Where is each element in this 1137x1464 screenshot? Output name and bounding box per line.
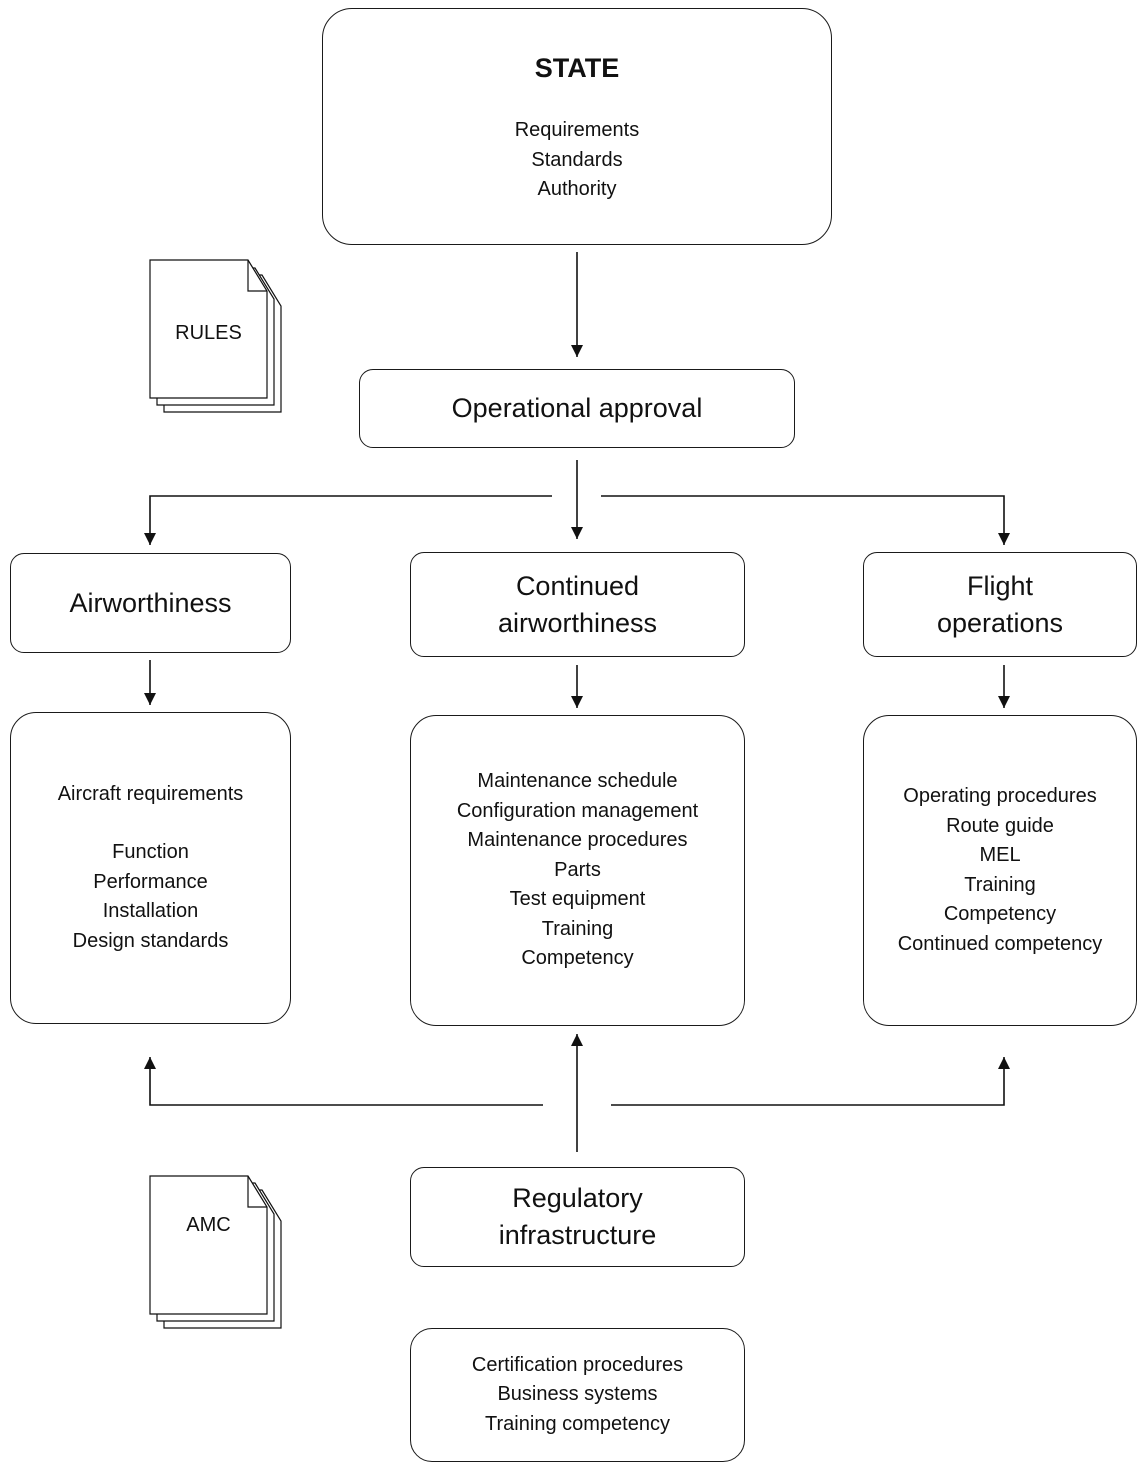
aw-line-function: Function	[112, 841, 189, 864]
fo-line-route-guide: Route guide	[946, 814, 1054, 837]
connector-approval-to-airworthiness	[144, 495, 552, 545]
flight-operations-label-line2: operations	[936, 607, 1064, 638]
airworthiness-details-box: Aircraft requirements Function Performan…	[10, 712, 291, 1024]
ca-line-configuration-management: Configuration management	[456, 799, 699, 822]
flight-operations-label-line1: Flight	[966, 570, 1034, 601]
state-title: STATE	[534, 53, 620, 83]
state-line-standards: Standards	[531, 148, 623, 171]
amc-label: AMC	[186, 1214, 231, 1236]
ca-line-maintenance-procedures: Maintenance procedures	[467, 829, 688, 852]
flight-operations-box: Flight operations	[863, 552, 1137, 657]
aw-line-installation: Installation	[102, 900, 199, 923]
ca-line-training: Training	[541, 917, 614, 940]
aw-line-aircraft-requirements: Aircraft requirements	[57, 782, 244, 805]
fo-line-operating-procedures: Operating procedures	[903, 785, 1097, 807]
operational-approval-label: Operational approval	[451, 393, 703, 423]
state-line-authority: Authority	[537, 178, 617, 200]
fo-line-competency: Competency	[943, 903, 1057, 925]
airworthiness-label: Airworthiness	[69, 587, 232, 618]
connector-regulatory-to-flight-ops	[611, 1057, 1010, 1106]
ca-line-maintenance-schedule: Maintenance schedule	[477, 770, 678, 793]
state-line-requirements: Requirements	[514, 119, 640, 141]
ca-line-competency: Competency	[521, 947, 634, 970]
connector-approval-to-flight-ops	[601, 495, 1010, 545]
continued-airworthiness-label-line1: Continued	[515, 570, 640, 601]
rules-label: RULES	[175, 322, 242, 344]
airworthiness-box: Airworthiness	[10, 553, 291, 653]
operational-approval-box: Operational approval	[359, 369, 795, 448]
state-box: STATE Requirements Standards Authority	[322, 8, 832, 245]
ri-line-business-systems: Business systems	[497, 1383, 658, 1406]
continued-airworthiness-box: Continued airworthiness	[410, 552, 745, 657]
aw-line-performance: Performance	[93, 870, 208, 893]
amc-document-icon	[149, 1175, 282, 1329]
fo-line-continued-competency: Continued competency	[897, 932, 1103, 955]
regulatory-infrastructure-label-line2: infrastructure	[498, 1220, 657, 1250]
connector-regulatory-to-airworthiness	[144, 1057, 543, 1106]
fo-line-training: Training	[964, 873, 1036, 896]
regulatory-infrastructure-box: Regulatory infrastructure	[410, 1167, 745, 1267]
regulatory-infrastructure-details-box: Certification procedures Business system…	[410, 1328, 745, 1462]
aw-line-design-standards: Design standards	[72, 929, 229, 952]
fo-line-mel: MEL	[979, 844, 1021, 866]
flight-operations-details-box: Operating procedures Route guide MEL Tra…	[863, 715, 1137, 1026]
rules-document-icon	[149, 259, 282, 413]
continued-airworthiness-label-line2: airworthiness	[497, 607, 658, 638]
regulatory-infrastructure-label-line1: Regulatory	[512, 1183, 643, 1213]
continued-airworthiness-details-box: Maintenance schedule Configuration manag…	[410, 715, 745, 1026]
ca-line-test-equipment: Test equipment	[509, 888, 646, 911]
ri-line-certification-procedures: Certification procedures	[471, 1353, 684, 1376]
ca-line-parts: Parts	[554, 858, 601, 881]
ri-line-training-competency: Training competency	[485, 1412, 670, 1435]
